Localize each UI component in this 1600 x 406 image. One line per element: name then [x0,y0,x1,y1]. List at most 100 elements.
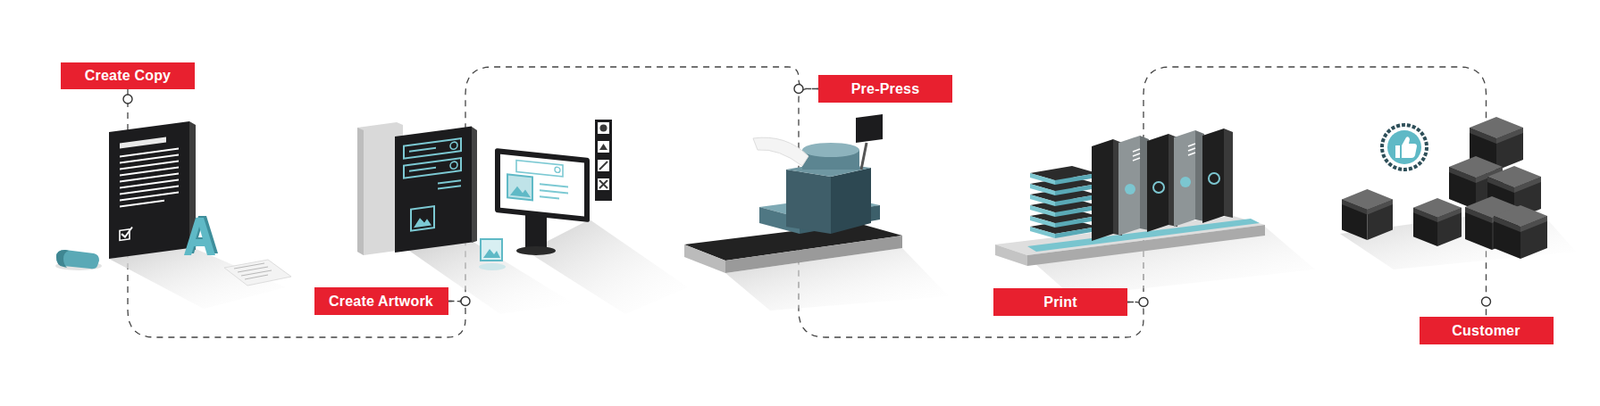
printing-press [1173,130,1205,227]
artwork-illustration [478,263,506,271]
printing-press [1091,139,1114,242]
artwork-illustration [500,154,585,218]
copy-document [119,136,167,149]
artwork-illustration [599,161,608,170]
customer-parcels [1413,198,1462,247]
printing-press [1202,128,1224,224]
prepress-machine [753,137,809,167]
artwork-illustration [597,141,610,153]
artwork-illustration [394,126,472,253]
copy-document [56,250,100,269]
copy-document [184,217,216,256]
artwork-illustration [394,126,472,253]
printing-press [1173,130,1196,227]
artwork-illustration [599,180,608,189]
printing-press [1147,134,1169,233]
artwork-illustration [413,217,432,229]
artwork-illustration [410,206,435,231]
customer-parcels [1341,189,1393,241]
prepress-machine [786,169,831,235]
customer-parcels [1395,136,1417,159]
printing-press [1202,128,1233,224]
printing-press [1124,184,1136,195]
printing-press [1030,166,1098,185]
artwork-illustration [597,122,610,135]
copy-document [108,121,190,260]
printing-press [1091,139,1123,242]
artwork-illustration [403,158,461,179]
printing-press [1223,128,1233,218]
artwork-illustration [409,167,436,173]
artwork-illustration [599,143,608,151]
printing-press [1188,143,1196,156]
artwork-illustration [357,119,688,315]
prepress-machine [802,142,860,158]
junction-dot [1139,298,1148,308]
printing-press [1147,134,1178,233]
prepress-machine [830,167,872,235]
step-box: Customer [1419,317,1554,345]
artwork-illustration [471,126,478,243]
prepress-machine [725,235,903,274]
printing-press [995,244,1028,267]
prepress-machine [684,114,949,311]
junction-dot [794,84,804,94]
artwork-illustration [600,125,608,133]
junction-dot [1482,297,1492,307]
artwork-illustration [525,214,547,251]
artwork-illustration [554,167,561,174]
copy-document [108,121,190,260]
step-label: Create Artwork [328,293,434,310]
step-box: Pre-Press [818,75,953,103]
artwork-illustration [494,148,590,223]
artwork-illustration [437,179,461,185]
printing-press [995,128,1316,297]
artwork-illustration [357,127,364,256]
artwork-illustration [527,219,688,315]
step-label: Print [1043,294,1077,311]
prepress-machine [684,244,726,274]
printing-press [1118,135,1149,236]
artwork-illustration [539,183,569,188]
artwork-illustration [594,119,612,202]
artwork-illustration [516,246,556,256]
customer-parcels [1382,125,1427,170]
artwork-illustration [437,184,461,190]
artwork-illustration [507,174,533,201]
artwork-illustration [409,147,436,153]
step-label: Customer [1451,323,1520,340]
customer-parcels [1387,130,1422,165]
printing-press [1118,135,1140,236]
step-label: Pre-Press [851,81,921,98]
artwork-illustration [483,249,501,259]
copy-document [56,250,69,269]
artwork-illustration [539,195,560,200]
junction-dot [460,297,470,307]
artwork-illustration [494,148,590,223]
artwork-illustration [597,159,610,172]
artwork-illustration [450,161,458,170]
prepress-machine [855,114,883,143]
copy-document [119,192,179,202]
artwork-illustration [510,185,531,198]
copy-document [224,259,292,286]
step-box: Create Copy [60,62,195,90]
junction-dot [123,94,133,104]
artwork-illustration [480,239,503,261]
customer-parcels [1493,205,1548,260]
copy-document [55,121,292,310]
customer-parcels [1340,117,1576,270]
artwork-illustration [597,178,610,191]
artwork-illustration [450,142,458,151]
copy-document [119,200,165,209]
printing-press [1180,176,1191,188]
copy-document [234,263,272,280]
printing-press [1153,182,1165,193]
artwork-illustration [516,160,563,177]
printing-press [1132,149,1140,161]
step-label: Create Copy [84,67,171,84]
copy-document [121,227,133,239]
artwork-illustration [539,189,569,194]
